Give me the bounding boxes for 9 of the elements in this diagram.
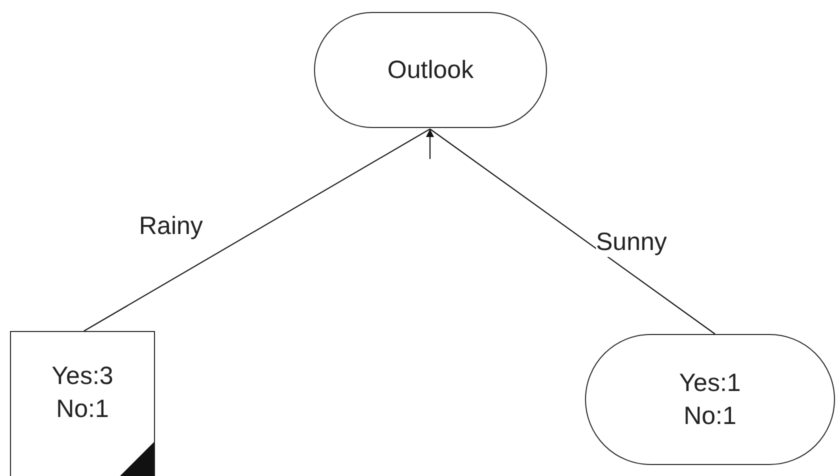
node-text: No:1 [684,400,736,432]
leaf-box [10,331,155,476]
node-text: Yes:3 [52,361,114,392]
connector-line [430,128,716,334]
arrow [426,129,434,159]
node-text: Yes:1 [679,368,741,399]
node-text: Outlook [387,54,474,86]
node-text: No:1 [56,394,109,424]
connector-line [84,128,430,332]
